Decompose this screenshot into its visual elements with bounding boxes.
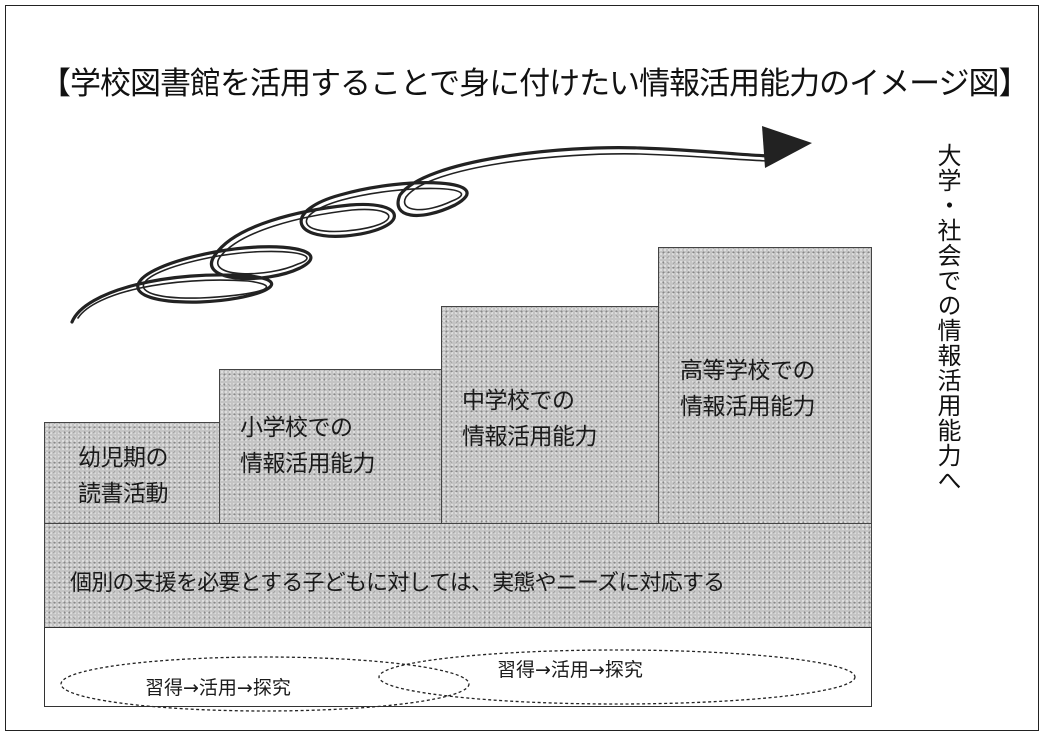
step-high-school-line2: 情報活用能力	[680, 394, 816, 420]
step-junior-high-line1: 中学校での	[462, 388, 575, 414]
spiral-path-outer	[70, 146, 772, 324]
cycle-ellipse-left	[60, 656, 470, 712]
step-elementary-label: 小学校での 情報活用能力	[240, 410, 376, 482]
cycle-label-left: 習得→活用→探究	[145, 677, 291, 699]
diagram-frame	[5, 5, 1039, 731]
step-preschool-line2: 読書活動	[78, 481, 169, 507]
step-elementary-line1: 小学校での	[240, 415, 353, 441]
arrow-head	[762, 126, 812, 168]
step-high-school	[658, 247, 872, 524]
step-high-school-line1: 高等学校での	[680, 358, 816, 384]
step-elementary	[219, 369, 442, 524]
step-high-school-label: 高等学校での 情報活用能力	[680, 353, 816, 425]
cycle-ellipse-right	[378, 649, 856, 705]
cycle-box	[44, 627, 872, 707]
diagram-title: 【学校図書館を活用することで身に付けたい情報活用能力のイメージ図】	[40, 66, 1029, 102]
spiral-arrow	[70, 146, 772, 324]
step-preschool-label: 幼児期の 読書活動	[78, 440, 169, 512]
step-junior-high-line2: 情報活用能力	[462, 424, 598, 450]
spiral-path-inner	[77, 153, 769, 319]
cycle-label-right: 習得→活用→探究	[497, 659, 643, 681]
step-junior-high	[441, 306, 659, 524]
step-preschool	[44, 422, 220, 524]
side-label: 大学・社会での情報活用能力へ	[933, 143, 961, 493]
step-junior-high-label: 中学校での 情報活用能力	[462, 383, 598, 455]
support-label: 個別の支援を必要とする子どもに対しては、実態やニーズに対応する	[70, 571, 725, 596]
step-preschool-line1: 幼児期の	[78, 445, 169, 471]
step-elementary-line2: 情報活用能力	[240, 451, 376, 477]
